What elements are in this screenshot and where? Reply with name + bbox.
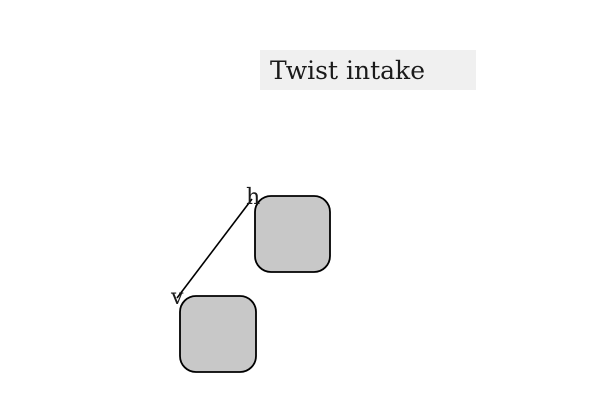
diagram-title: Twist intake [260,50,476,90]
node-v-box[interactable] [179,295,257,373]
diagram-title-text: Twist intake [270,55,425,85]
node-h-box[interactable] [254,195,331,273]
edge-h-v [176,198,253,299]
node-v-label: v [170,285,184,310]
node-h-label: h [246,185,260,210]
